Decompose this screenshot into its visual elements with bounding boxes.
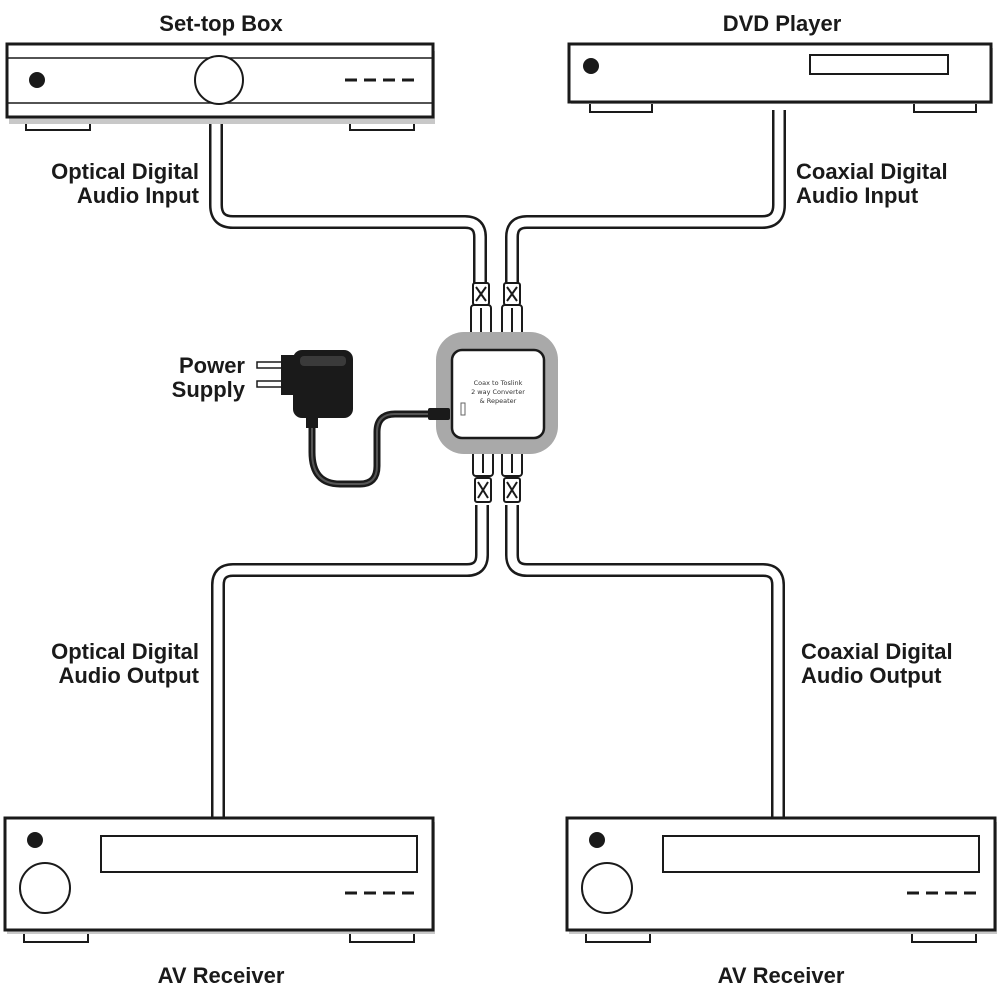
coaxial-input-line-2: Audio Input [796,183,919,208]
adapter-prong-bottom [256,380,284,388]
dvd-player-label: DVD Player [722,11,842,36]
converter-line-3: & Repeater [480,397,517,405]
volume-knob-icon [19,862,71,914]
optical-output-line-1: Optical Digital [51,639,199,664]
av-receiver-left-label: AV Receiver [157,963,285,988]
power-button-icon [583,58,599,74]
av-receiver-right [565,816,997,943]
power-adapter [256,350,353,428]
av-receiver-right-label: AV Receiver [717,963,845,988]
power-supply-line-2: Supply [171,377,245,402]
optical-input-line-2: Audio Input [76,183,199,208]
coaxial-input-label: Coaxial Digital Audio Input [796,160,948,208]
connectors [470,282,523,503]
converter-line-2: 2 way Converter [471,388,525,396]
power-button-icon [27,832,43,848]
converter-line-1: Coax to Toslink [474,379,523,387]
power-cable [308,410,432,488]
power-supply-line-1: Power [178,353,245,378]
volume-knob-icon [581,862,633,914]
set-top-box-label: Set-top Box [159,11,283,36]
power-jack [428,408,450,420]
optical-input-cable [209,122,487,285]
av-receiver-left [3,816,435,943]
optical-output-line-2: Audio Output [58,663,199,688]
optical-input-line-1: Optical Digital [51,159,199,184]
coaxial-output-cable [505,505,785,820]
display-panel [100,835,418,873]
power-button-icon [29,72,45,88]
led-indicator [460,402,466,416]
coaxial-input-connector [501,282,523,338]
optical-output-cable [211,505,489,820]
optical-output-label: Optical Digital Audio Output [51,640,199,688]
converter-device: Coax to Toslink 2 way Converter & Repeat… [428,332,558,454]
optical-input-connector [470,282,492,338]
cables [209,110,786,820]
coaxial-output-label: Coaxial Digital Audio Output [801,640,953,688]
dvd-player [567,42,993,113]
display-panel [662,835,980,873]
coaxial-output-line-1: Coaxial Digital [801,639,953,664]
coaxial-input-cable [505,110,786,285]
coaxial-output-line-2: Audio Output [801,663,942,688]
set-top-box [5,42,435,131]
dial-knob-icon [194,55,244,105]
disc-tray [809,54,949,75]
power-button-icon [589,832,605,848]
adapter-prong-top [256,361,284,369]
coaxial-input-line-1: Coaxial Digital [796,159,948,184]
power-supply-label: Power Supply [172,354,245,402]
optical-input-label: Optical Digital Audio Input [51,160,199,208]
